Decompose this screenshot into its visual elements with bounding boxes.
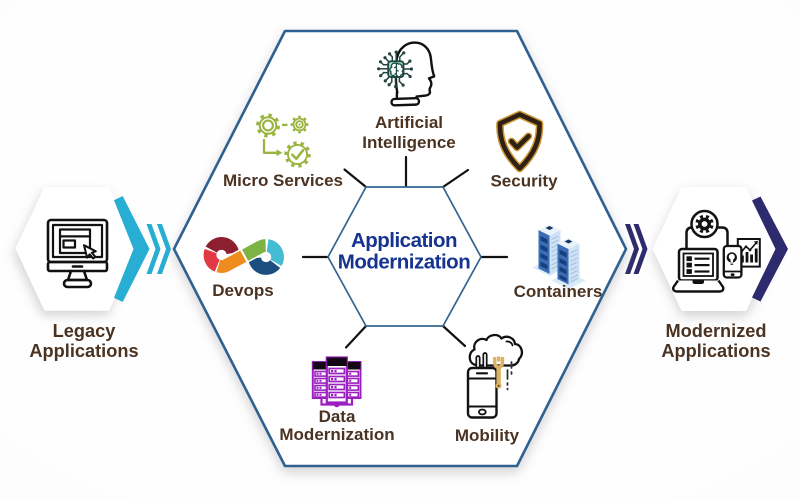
svg-text:Applications: Applications	[29, 341, 138, 361]
svg-text:Security: Security	[490, 172, 558, 191]
svg-text:Modernization: Modernization	[338, 251, 470, 274]
svg-text:Applications: Applications	[661, 341, 770, 361]
svg-text:Data: Data	[319, 407, 356, 426]
svg-text:Mobility: Mobility	[455, 426, 520, 445]
svg-text:Containers: Containers	[514, 282, 603, 301]
svg-text:Intelligence: Intelligence	[362, 133, 456, 152]
svg-text:Application: Application	[351, 229, 457, 252]
svg-text:Modernized: Modernized	[665, 321, 766, 341]
svg-text:Artificial: Artificial	[375, 113, 443, 132]
svg-text:Modernization: Modernization	[279, 425, 394, 444]
svg-text:Devops: Devops	[212, 281, 273, 300]
svg-text:Micro Services: Micro Services	[223, 171, 343, 190]
svg-text:Legacy: Legacy	[53, 321, 117, 341]
